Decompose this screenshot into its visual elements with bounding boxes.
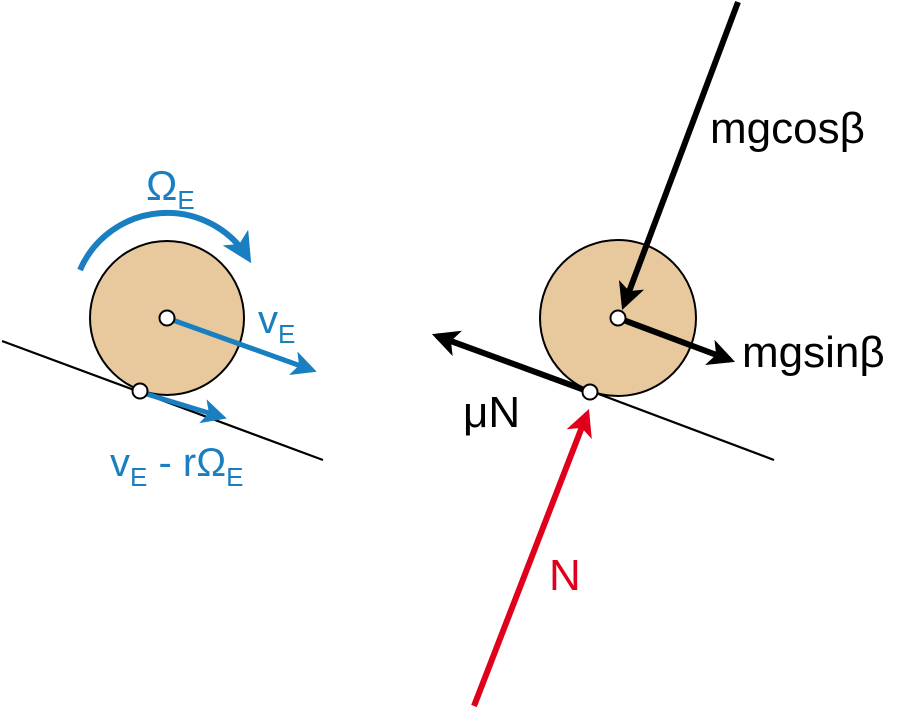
- gravity-tangent-label: mgsinβ: [742, 328, 885, 377]
- kinematics-diagram: ΩE vE vE - rΩE: [1, 162, 324, 492]
- incline-line-right: [587, 388, 775, 462]
- contact-point-left: [131, 382, 149, 400]
- velocity-arrow: [166, 315, 317, 376]
- gravity-tangent-arrow: [616, 315, 736, 366]
- center-point-right: [609, 309, 627, 327]
- friction-label: μN: [463, 388, 520, 437]
- contact-velocity-label: vE - rΩE: [110, 441, 243, 492]
- force-diagram: mgcosβ mgsinβ μN N: [431, 0, 885, 708]
- friction-arrow: [431, 330, 592, 395]
- center-point-left: [158, 309, 176, 327]
- normal-force-arrow: [471, 408, 592, 708]
- gravity-normal-arrow: [618, 0, 741, 311]
- normal-force-label: N: [549, 551, 581, 600]
- angular-velocity-label: ΩE: [146, 162, 195, 215]
- contact-velocity-arrow: [139, 389, 227, 424]
- gravity-normal-label: mgcosβ: [710, 104, 865, 153]
- angular-velocity-arrow: [77, 209, 252, 272]
- velocity-label: vE: [258, 298, 295, 349]
- contact-point-right: [581, 383, 599, 401]
